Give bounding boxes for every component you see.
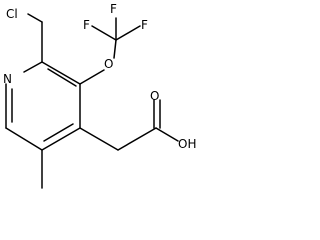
atom-f-top: F <box>110 2 117 16</box>
atom-n: N <box>3 72 12 86</box>
bond-c2-c3 <box>41 61 81 85</box>
bond-o-cf3 <box>113 39 117 59</box>
atom-o-carbonyl: O <box>150 89 159 103</box>
atom-f-right: F <box>141 18 148 32</box>
bond-c2-c3-inner <box>47 68 77 87</box>
bond-cf3-f-left <box>91 25 117 41</box>
bond-cf3-f-right <box>115 25 141 41</box>
bond-c5-c6 <box>5 127 43 151</box>
molecule-drawing: Cl N O F F F O OH <box>3 2 196 189</box>
bond-n-c2 <box>23 61 43 73</box>
atom-cl: Cl <box>6 7 18 21</box>
atom-f-left: F <box>83 18 90 32</box>
bond-ch2-cooh <box>117 127 157 151</box>
bond-c4-ch2 <box>79 127 119 151</box>
bond-c-oh <box>155 127 179 142</box>
atom-o-ether: O <box>104 57 113 71</box>
structure-diagram: Cl N O F F F O OH <box>3 2 196 189</box>
atom-oh: OH <box>178 137 196 151</box>
bond-ch2-cl <box>27 13 43 23</box>
bond-c3-o <box>79 69 105 85</box>
bond-c4-c5-inner <box>43 123 74 142</box>
bond-c4-c5 <box>41 127 81 151</box>
